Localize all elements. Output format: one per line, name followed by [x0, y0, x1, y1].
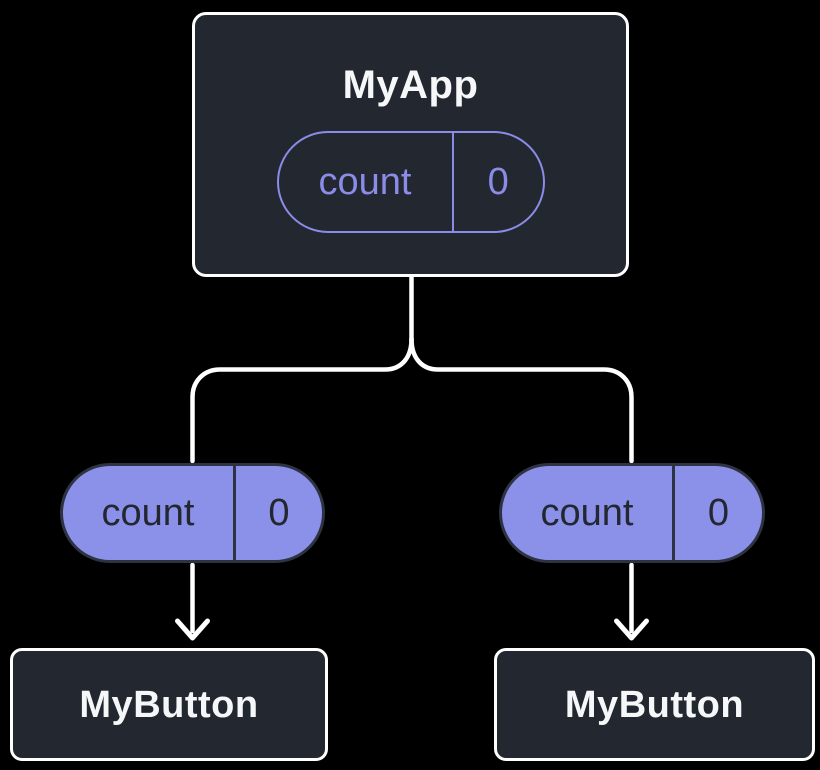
- right-child-component-node: MyButton: [494, 648, 815, 761]
- right-arrow-head-icon: [614, 618, 649, 641]
- prop-value-label: 0: [707, 492, 730, 534]
- state-value-label: 0: [487, 161, 509, 203]
- root-state-pill: count 0: [276, 131, 545, 233]
- prop-name-label: count: [101, 492, 195, 534]
- prop-name-label: count: [540, 492, 634, 534]
- left-arrow-head-icon: [175, 618, 210, 641]
- root-component-label: MyApp: [342, 63, 479, 107]
- pill-divider: [233, 466, 236, 560]
- root-component-node: MyApp count 0: [192, 12, 629, 277]
- right-child-component-label: MyButton: [564, 683, 745, 726]
- pill-divider: [451, 133, 454, 231]
- fork-right-branch-line: [409, 336, 634, 464]
- left-child-component-label: MyButton: [79, 683, 259, 726]
- state-name-label: count: [318, 161, 412, 203]
- fork-left-branch-line: [190, 336, 414, 464]
- pill-divider: [672, 466, 675, 560]
- left-child-component-node: MyButton: [10, 648, 328, 761]
- right-prop-pill: count 0: [499, 463, 765, 563]
- prop-value-label: 0: [268, 492, 290, 534]
- left-prop-pill: count 0: [60, 463, 325, 563]
